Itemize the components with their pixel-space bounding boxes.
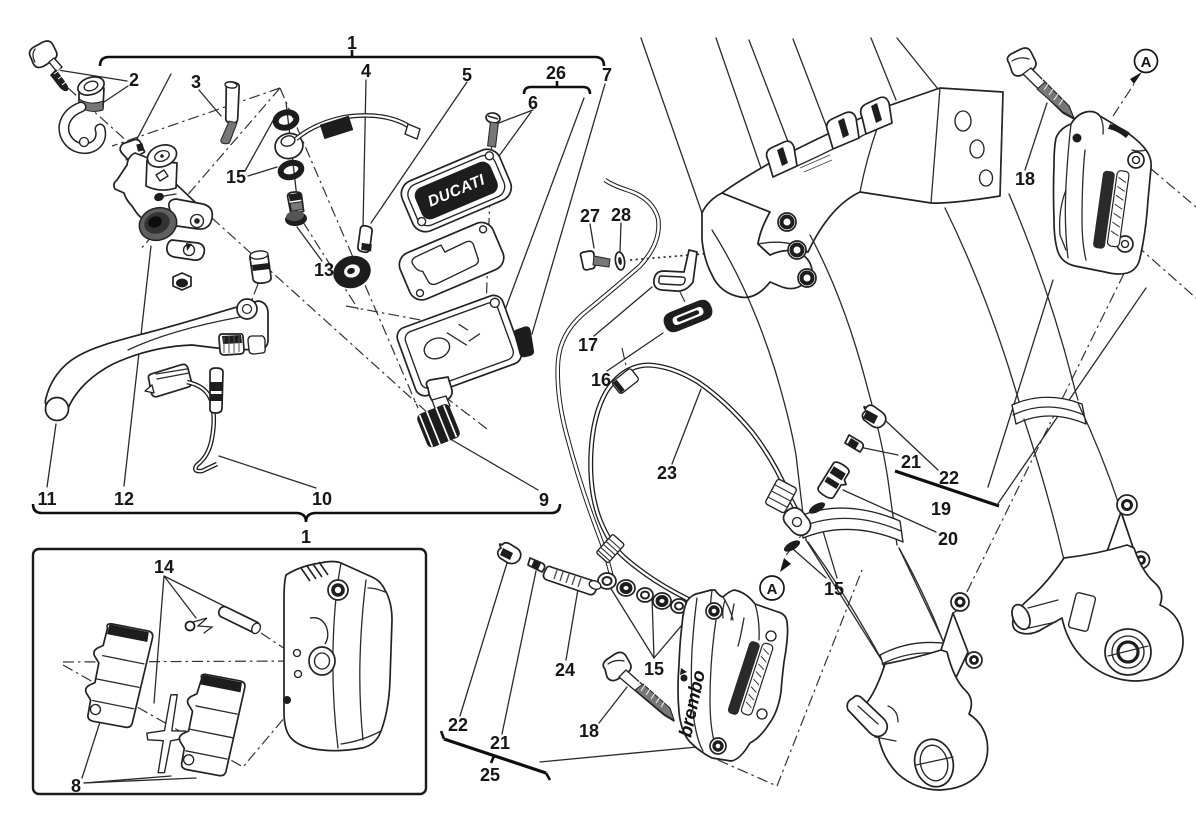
svg-text:8: 8: [71, 776, 81, 796]
svg-text:10: 10: [312, 489, 332, 509]
svg-text:23: 23: [657, 463, 677, 483]
svg-text:2: 2: [129, 70, 139, 90]
svg-text:17: 17: [578, 335, 598, 355]
svg-text:7: 7: [602, 65, 612, 85]
svg-text:24: 24: [555, 660, 575, 680]
svg-text:9: 9: [539, 490, 549, 510]
svg-text:15: 15: [226, 167, 246, 187]
svg-text:5: 5: [462, 65, 472, 85]
svg-text:13: 13: [314, 260, 334, 280]
svg-text:27: 27: [580, 206, 600, 226]
svg-text:3: 3: [191, 72, 201, 92]
svg-text:18: 18: [579, 721, 599, 741]
svg-text:20: 20: [938, 529, 958, 549]
svg-text:A: A: [1141, 54, 1152, 71]
svg-text:21: 21: [901, 452, 921, 472]
svg-text:14: 14: [154, 557, 174, 577]
svg-text:16: 16: [591, 370, 611, 390]
svg-text:4: 4: [361, 61, 371, 81]
svg-text:11: 11: [37, 489, 56, 509]
svg-text:1: 1: [347, 33, 357, 53]
svg-text:18: 18: [1015, 169, 1035, 189]
svg-text:26: 26: [546, 63, 566, 83]
svg-text:12: 12: [114, 489, 134, 509]
svg-text:22: 22: [448, 715, 468, 735]
svg-text:25: 25: [480, 765, 500, 785]
svg-text:22: 22: [939, 468, 959, 488]
svg-text:28: 28: [611, 205, 631, 225]
svg-text:15: 15: [824, 579, 844, 599]
svg-text:21: 21: [490, 733, 510, 753]
svg-text:6: 6: [528, 93, 538, 113]
svg-text:1: 1: [301, 527, 311, 547]
svg-text:19: 19: [931, 499, 951, 519]
svg-text:15: 15: [644, 659, 664, 679]
svg-text:A: A: [767, 581, 778, 598]
